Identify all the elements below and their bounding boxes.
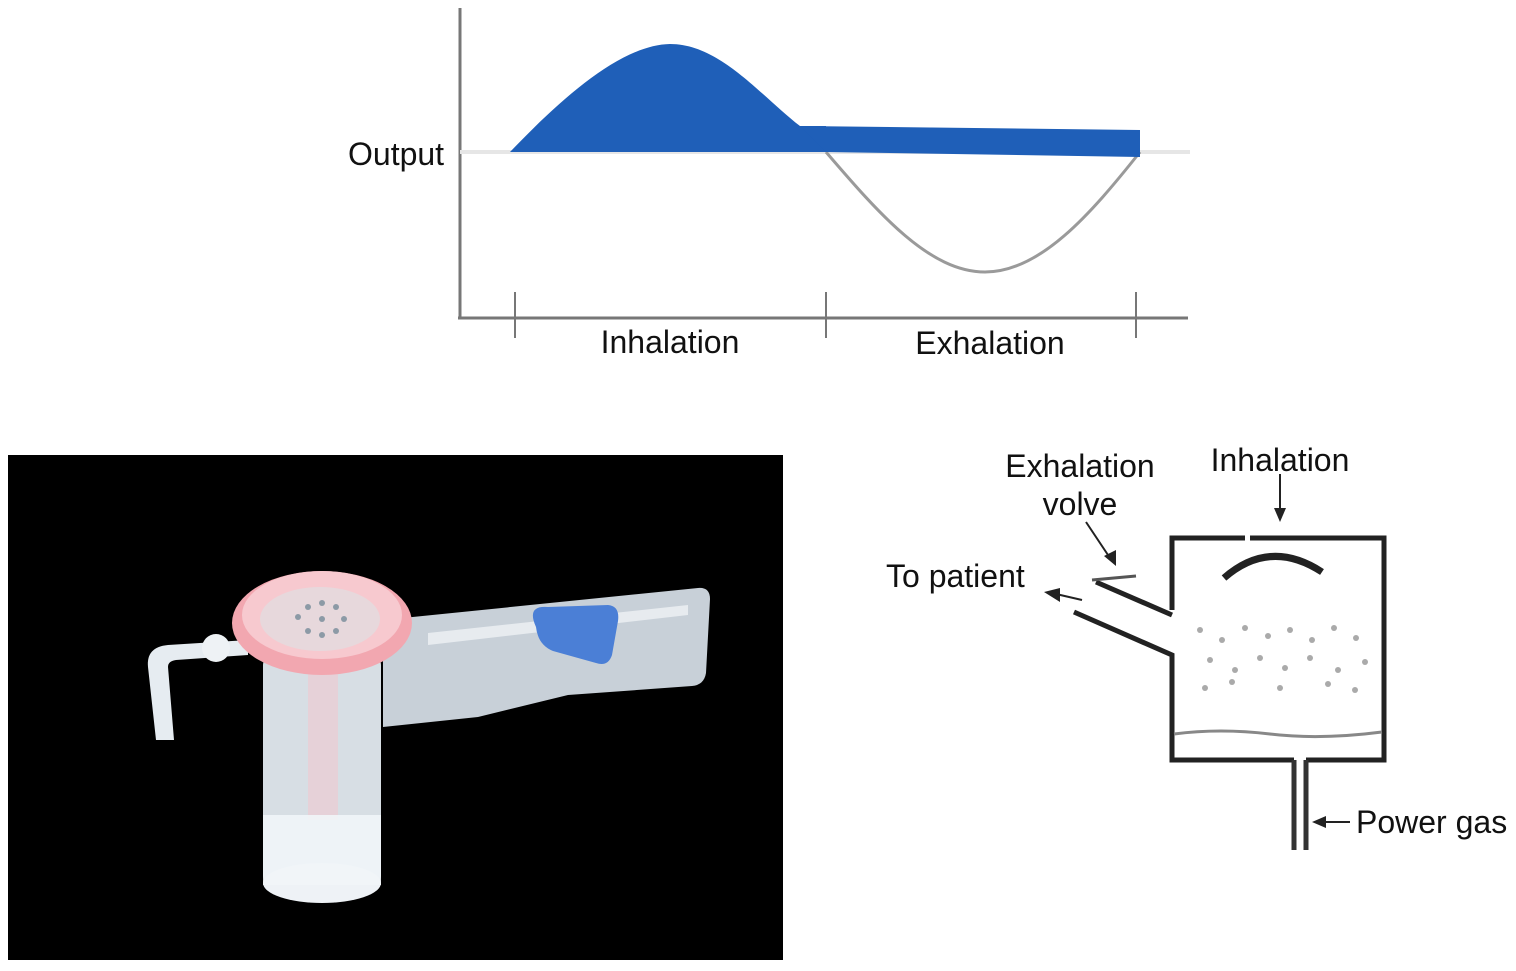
exhalation-valve bbox=[1092, 576, 1136, 580]
nebulizer-schematic: Exhalation volve Inhalation To patient P… bbox=[860, 430, 1516, 966]
cup-liquid bbox=[263, 815, 381, 885]
nebulizer-illustration bbox=[8, 455, 783, 960]
to-patient-label: To patient bbox=[886, 560, 1025, 592]
liquid-level bbox=[1174, 731, 1382, 737]
outlet-upper-wall bbox=[1096, 582, 1172, 615]
y-axis-label: Output bbox=[348, 138, 444, 170]
to-patient-arrow bbox=[1044, 588, 1082, 602]
side-tube-joint bbox=[202, 634, 230, 662]
schematic-svg bbox=[860, 430, 1516, 966]
exhalation-valve-label-line2: volve bbox=[990, 488, 1170, 520]
power-gas-arrow bbox=[1312, 816, 1350, 828]
nebulizer-photo bbox=[8, 455, 783, 960]
cup-pink-stripe bbox=[308, 670, 338, 820]
exhalation-valve-arrow bbox=[1086, 522, 1116, 566]
inhalation-label: Inhalation bbox=[1190, 444, 1370, 476]
power-gas-label: Power gas bbox=[1356, 806, 1507, 838]
side-tube bbox=[148, 640, 248, 740]
inhalation-output-area bbox=[510, 44, 826, 152]
exhalation-curve bbox=[826, 152, 1140, 272]
waveform-svg bbox=[0, 0, 1516, 380]
output-waveform-chart: Output Inhalation Exhalation bbox=[0, 0, 1516, 380]
phase-label-inhalation: Inhalation bbox=[570, 326, 770, 358]
aerosol-particles bbox=[1197, 625, 1368, 693]
continuous-output-band bbox=[800, 126, 1140, 157]
inhalation-arrow bbox=[1274, 474, 1286, 522]
phase-label-exhalation: Exhalation bbox=[890, 327, 1090, 359]
exhalation-valve-label-line1: Exhalation bbox=[990, 450, 1170, 482]
baffle bbox=[1224, 556, 1322, 578]
